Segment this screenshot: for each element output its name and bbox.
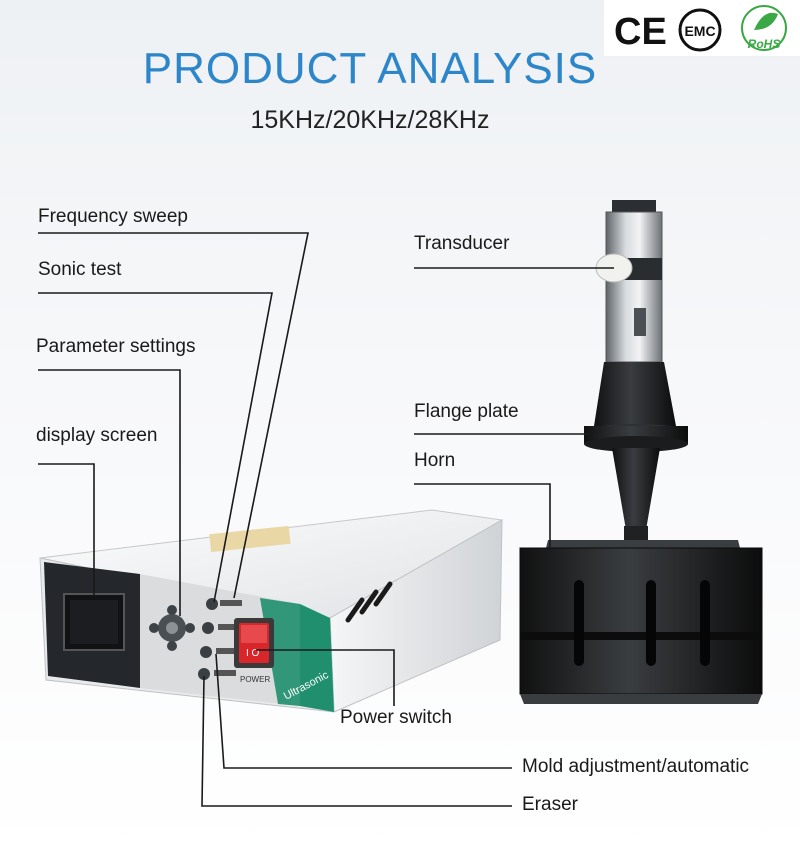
transducer-body [605,211,663,363]
certification-badges: CE EMC RoHS [614,5,787,53]
frequency-subtitle: 15KHz/20KHz/28KHz [250,106,490,134]
rohs-label: RoHS [748,37,781,51]
leaf-icon [754,12,778,30]
label-parameter-settings: Parameter settings [36,336,196,357]
leader-lines [38,232,614,807]
leader-eraser [201,675,512,807]
teal-stripe [300,604,334,712]
label-power-switch: Power switch [340,707,452,728]
power-text: POWER [240,675,270,684]
label-sonic-test: Sonic test [38,259,122,280]
label-flange-plate: Flange plate [414,401,519,422]
horn-block [519,547,763,695]
page-title: PRODUCT ANALYSIS [142,44,598,93]
warning-label [209,525,291,553]
label-mold-adjustment: Mold adjustment/automatic [522,756,750,777]
frequency-sweep-button [206,598,218,610]
label-transducer: Transducer [414,233,510,254]
svg-text:I O: I O [246,648,260,659]
leader-power-switch [256,649,395,706]
horn-cone [612,448,660,530]
leader-display-screen [38,463,95,596]
leader-parameter-settings [38,369,181,616]
label-display-screen: display screen [36,425,158,446]
emc-mark: EMC [678,8,722,52]
leader-horn [414,483,551,548]
label-horn: Horn [414,450,456,471]
function-buttons[interactable] [198,598,242,680]
power-switch[interactable]: I O POWER [234,618,274,684]
mold-adjustment-button [200,646,212,658]
sonic-test-button [202,622,214,634]
generator-box: Ultrasonic I O POWER [39,509,504,713]
rohs-mark: RoHS [741,5,787,51]
label-eraser: Eraser [522,794,578,815]
certification-bar: CE EMC RoHS [604,0,800,56]
vent-slots [345,581,393,623]
direction-pad[interactable] [149,605,195,651]
leader-mold-adjustment [215,653,512,769]
transducer-cap [612,200,656,214]
label-frequency-sweep: Frequency sweep [38,206,188,227]
ce-mark: CE [614,11,667,53]
transducer-assembly [519,200,763,704]
eraser-button [198,668,210,680]
leader-frequency-sweep [38,232,309,599]
leader-sonic-test [38,292,273,603]
emc-label: EMC [684,23,715,39]
booster-cone [594,362,676,426]
